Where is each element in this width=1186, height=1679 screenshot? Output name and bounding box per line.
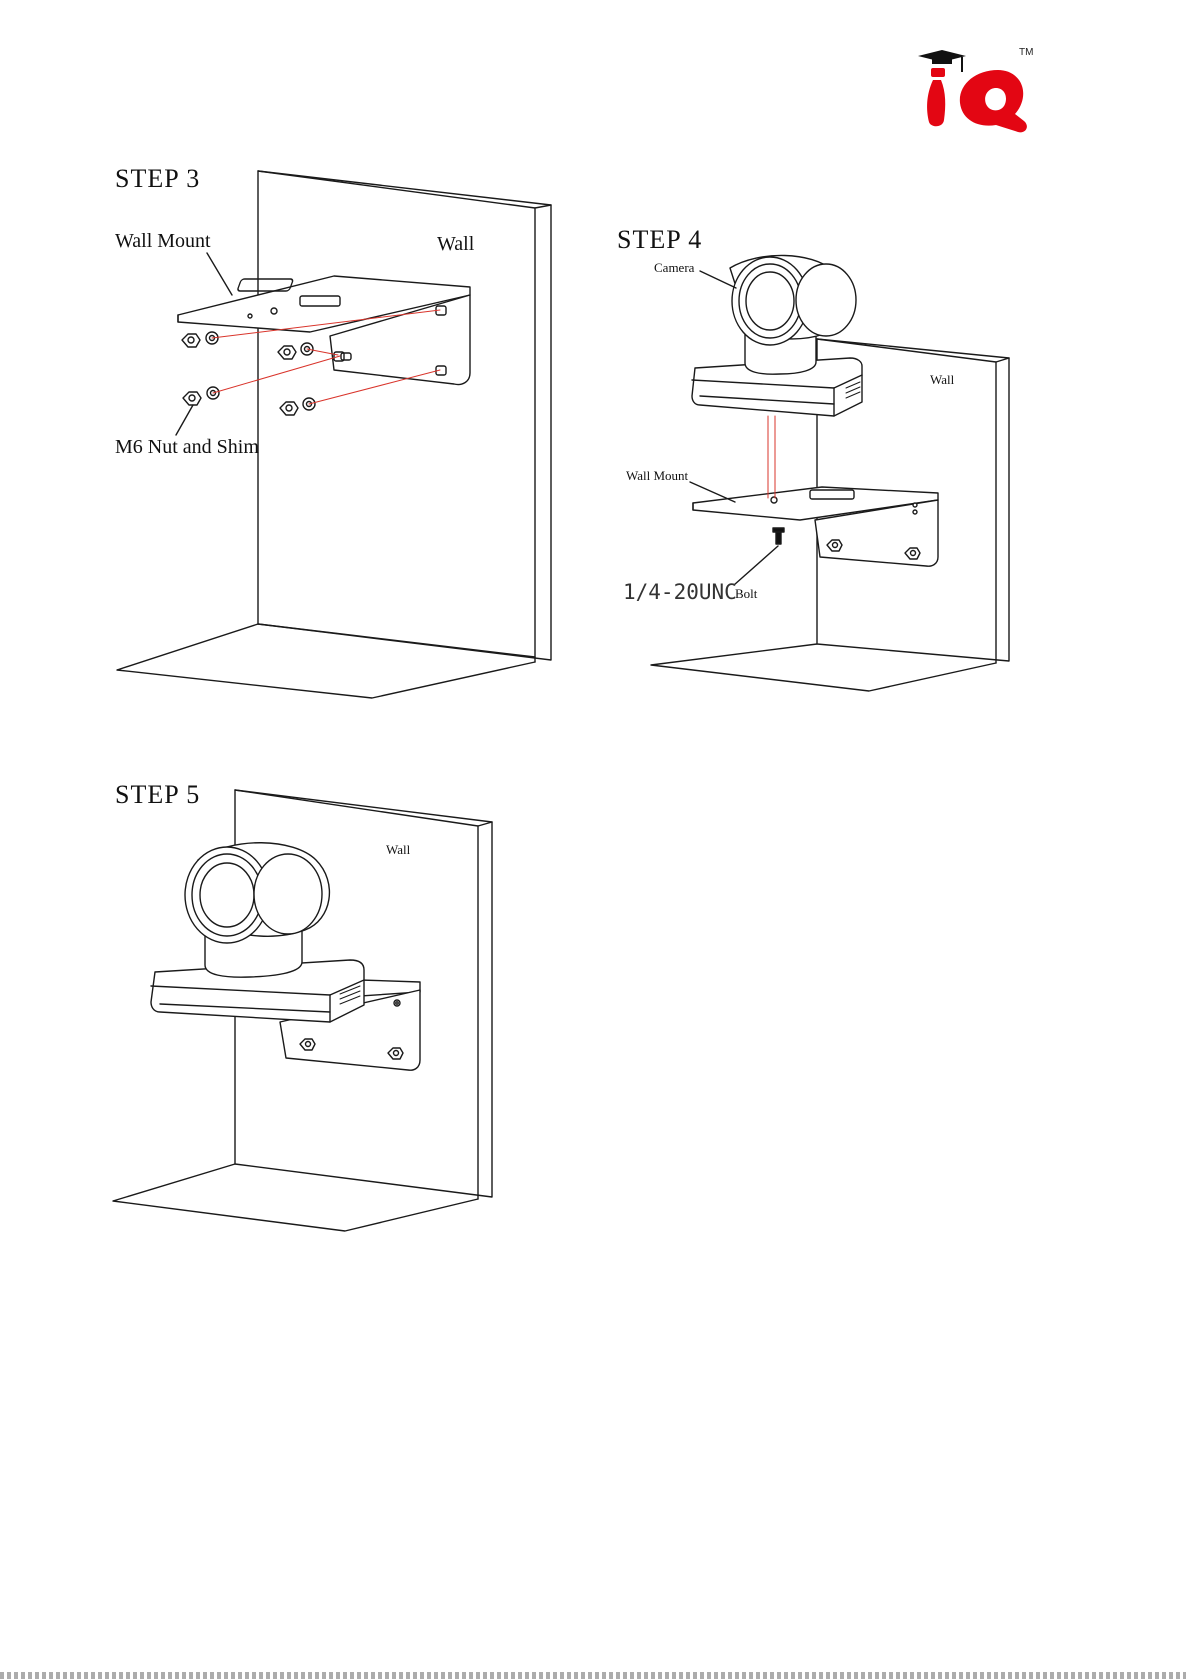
step3-nut-label: M6 Nut and Shim	[115, 437, 259, 457]
step4-drawing	[651, 255, 1009, 691]
step4-bolt-label: Bolt	[735, 587, 757, 600]
step4-bolt	[773, 528, 784, 544]
step3-wall-mount-label: Wall Mount	[115, 231, 211, 251]
step4-wall-mount	[693, 487, 938, 566]
step5-wall-label: Wall	[386, 843, 410, 856]
step4-title: STEP 4	[617, 227, 702, 253]
step3-title: STEP 3	[115, 166, 200, 192]
step4-wall-mount-label: Wall Mount	[626, 469, 688, 482]
step4-camera-label: Camera	[654, 261, 694, 274]
page-bottom-border	[0, 1672, 1186, 1679]
step4-guides	[768, 416, 775, 498]
step3-wall-label: Wall	[437, 234, 474, 254]
step4-bolt-size-label: 1/4-20UNC	[623, 582, 737, 603]
step4-wall-label: Wall	[930, 373, 954, 386]
step5-drawing	[113, 790, 492, 1231]
step5-title: STEP 5	[115, 782, 200, 808]
